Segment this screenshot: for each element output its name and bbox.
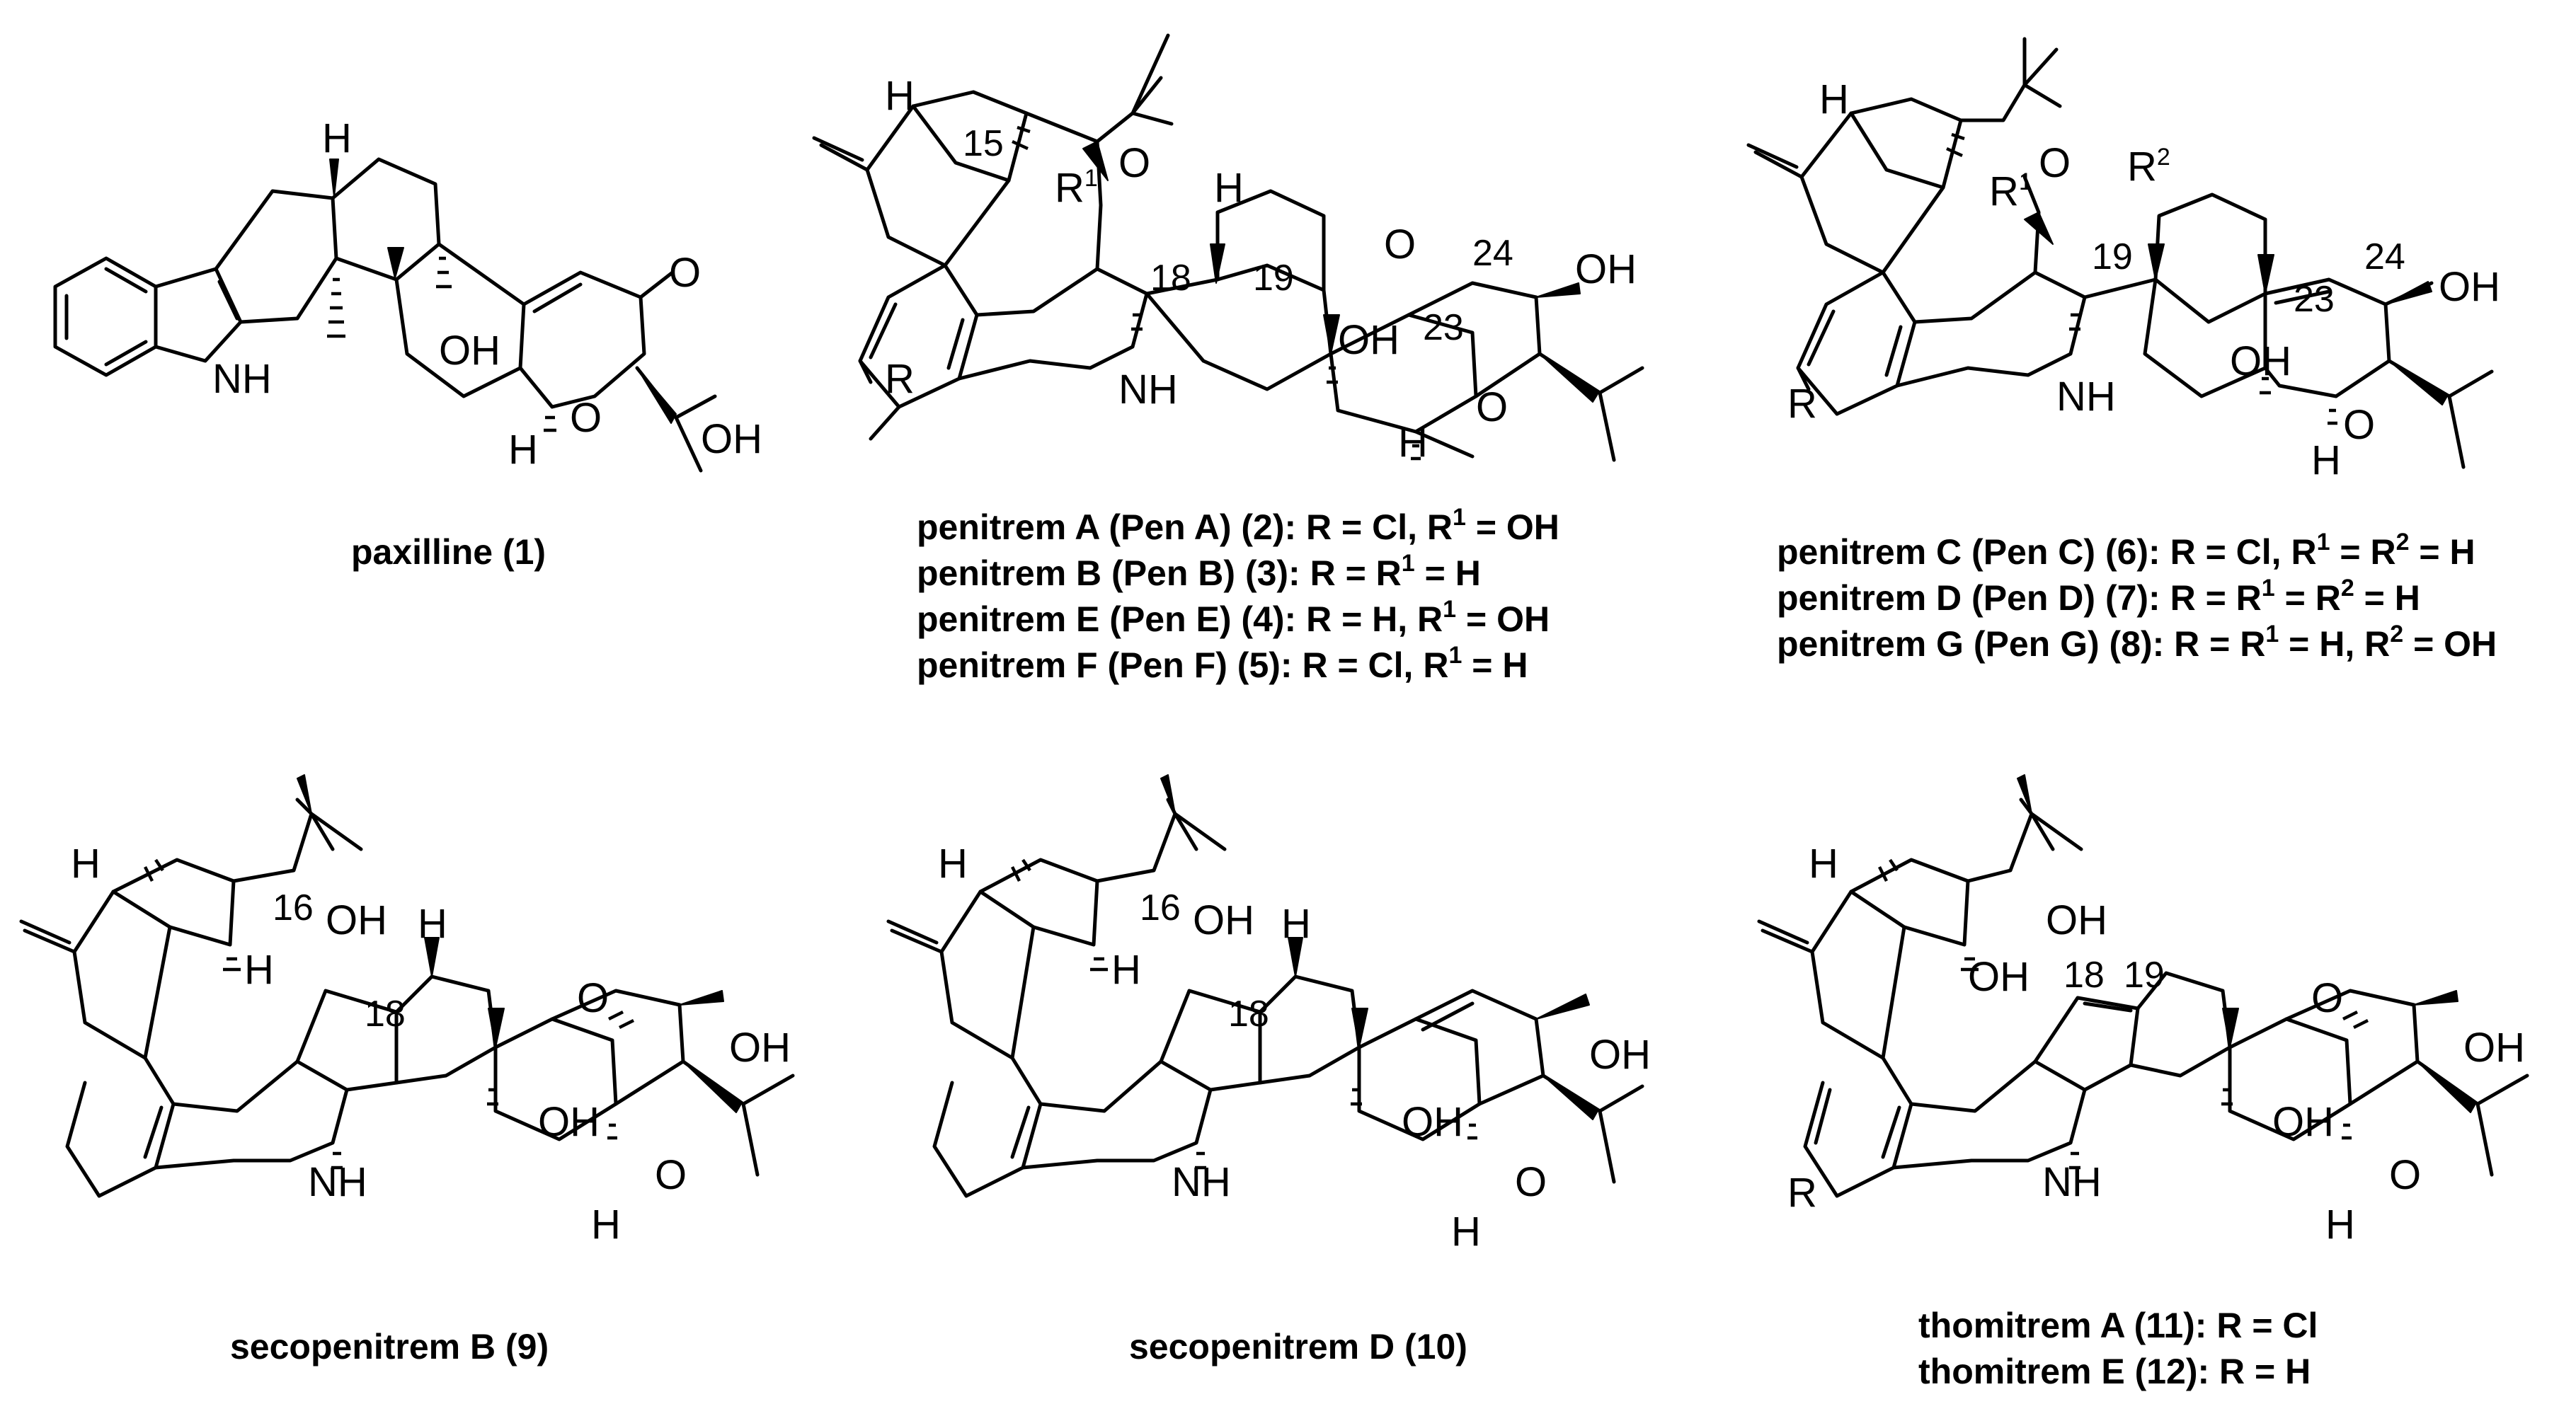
caption-penitrem-A: penitrem A (Pen A) (2): R = Cl, R1 = OH bbox=[917, 504, 1559, 547]
caption-penitrem-D: penitrem D (Pen D) (7): R = R1 = R2 = H bbox=[1777, 575, 2420, 618]
NH-atom: NH bbox=[212, 356, 272, 402]
OH-atom: OH bbox=[2230, 338, 2291, 384]
NH-atom: NH bbox=[2056, 374, 2116, 420]
secopenitrem-B-structure: H 16 OH H 18 H NH OH O OH O H secopenitr… bbox=[19, 774, 795, 1366]
ring-O-atom: O bbox=[1515, 1159, 1547, 1205]
H-atom: H bbox=[244, 947, 274, 993]
H-atom: H bbox=[938, 841, 968, 887]
R2-atom: R2 bbox=[2127, 144, 2170, 190]
locant-19: 19 bbox=[2092, 236, 2133, 277]
OH-atom: OH bbox=[326, 897, 387, 943]
penitrem-ABEF-captions: penitrem A (Pen A) (2): R = Cl, R1 = OH … bbox=[917, 504, 1559, 685]
OH-atom: OH bbox=[1193, 897, 1254, 943]
epoxide-O-atom: O bbox=[2311, 975, 2343, 1021]
OH-atom: OH bbox=[1589, 1032, 1651, 1078]
locant-16: 16 bbox=[1140, 887, 1181, 928]
secopenitrem-D-hash-bonds bbox=[1010, 858, 1477, 1170]
OH-atom: OH bbox=[439, 328, 500, 374]
penitrem-CDG-captions: penitrem C (Pen C) (6): R = Cl, R1 = R2 … bbox=[1777, 529, 2497, 664]
H-atom: H bbox=[1111, 947, 1141, 993]
OH-atom: OH bbox=[2272, 1099, 2334, 1145]
secopenitrem-D-structure: H 16 OH H 18 H NH OH OH O H secopenitrem… bbox=[886, 774, 1651, 1366]
NH-atom: NH bbox=[1118, 367, 1178, 413]
OH-atom: OH bbox=[729, 1025, 791, 1071]
OH-atom: OH bbox=[2046, 897, 2107, 943]
H-atom: H bbox=[591, 1202, 621, 1248]
locant-18: 18 bbox=[2063, 955, 2105, 996]
locant-15: 15 bbox=[963, 123, 1004, 164]
R1-atom: R1 bbox=[1055, 165, 1098, 211]
penitrem-CDG-hash-bonds bbox=[1946, 132, 2337, 425]
OH-atom: OH bbox=[2439, 264, 2500, 310]
H-atom: H bbox=[1819, 76, 1849, 122]
caption-thomitrem-A: thomitrem A (11): R = Cl bbox=[1918, 1306, 2318, 1345]
locant-18: 18 bbox=[365, 994, 406, 1035]
locant-19: 19 bbox=[2124, 955, 2165, 996]
locant-18: 18 bbox=[1228, 994, 1269, 1035]
ether-O-atom: O bbox=[2039, 140, 2071, 186]
ring-O-atom: O bbox=[2389, 1152, 2421, 1198]
locant-16: 16 bbox=[273, 887, 314, 928]
OH-atom: OH bbox=[1968, 954, 2030, 1000]
OH-atom: OH bbox=[538, 1099, 600, 1145]
paxilline-hash-bonds bbox=[327, 256, 556, 432]
epoxide-O-atom: O bbox=[577, 975, 609, 1021]
caption-penitrem-G: penitrem G (Pen G) (8): R = R1 = H, R2 =… bbox=[1777, 621, 2497, 664]
R-atom: R bbox=[1787, 381, 1817, 427]
ring-O-atom: O bbox=[2343, 402, 2375, 448]
H-atom: H bbox=[1214, 165, 1244, 211]
locant-24: 24 bbox=[2364, 236, 2405, 277]
ether-O-atom: O bbox=[1118, 140, 1150, 186]
ketone-O-atom: O bbox=[669, 250, 701, 296]
locant-23: 23 bbox=[1423, 307, 1464, 348]
OH-atom: OH bbox=[2463, 1025, 2525, 1071]
H-atom: H bbox=[418, 901, 447, 947]
secopenitrem-B-hash-bonds bbox=[143, 858, 635, 1170]
H-atom: H bbox=[1809, 841, 1838, 887]
epoxide-O-atom: O bbox=[1384, 221, 1416, 267]
locant-23: 23 bbox=[2294, 279, 2335, 320]
caption-penitrem-F: penitrem F (Pen F) (5): R = Cl, R1 = H bbox=[917, 642, 1528, 685]
thomitrem-structure: H OH OH 18 19 R NH OH O OH O H thomitrem… bbox=[1757, 774, 2529, 1391]
R-atom: R bbox=[1787, 1170, 1817, 1216]
paxilline-caption: paxilline (1) bbox=[351, 532, 546, 572]
H-atom: H bbox=[1281, 901, 1311, 947]
penitrem-ABEF-hash-bonds bbox=[1012, 125, 1421, 461]
NH-atom: NH bbox=[2042, 1159, 2102, 1205]
R-atom: R bbox=[885, 356, 915, 402]
OH-atom: OH bbox=[1338, 317, 1399, 363]
ring-O-atom: O bbox=[570, 395, 602, 441]
OH-atom: OH bbox=[701, 416, 762, 462]
ring-O-atom: O bbox=[655, 1152, 687, 1198]
penitrem-CDG-structure: H R1 O R2 19 23 24 OH OH R NH O H penitr… bbox=[1746, 37, 2500, 664]
NH-atom: NH bbox=[308, 1159, 367, 1205]
secopenitrem-D-caption: secopenitrem D (10) bbox=[1129, 1327, 1467, 1366]
locant-19: 19 bbox=[1253, 258, 1294, 299]
locant-18: 18 bbox=[1150, 258, 1191, 299]
H-atom: H bbox=[2311, 437, 2341, 483]
caption-penitrem-B: penitrem B (Pen B) (3): R = R1 = H bbox=[917, 550, 1481, 593]
secopenitrem-B-caption: secopenitrem B (9) bbox=[230, 1327, 549, 1366]
H-atom: H bbox=[2325, 1202, 2355, 1248]
H-atom: H bbox=[885, 73, 915, 119]
paxilline-structure: H NH OH O O H OH paxilline (1) bbox=[53, 115, 762, 572]
H-atom: H bbox=[508, 427, 538, 473]
OH-atom: OH bbox=[1402, 1099, 1463, 1145]
H-atom: H bbox=[1398, 420, 1428, 466]
caption-penitrem-E: penitrem E (Pen E) (4): R = H, R1 = OH bbox=[917, 596, 1550, 639]
R1-atom: R1 bbox=[1989, 168, 2032, 214]
H-atom: H bbox=[71, 841, 101, 887]
caption-penitrem-C: penitrem C (Pen C) (6): R = Cl, R1 = R2 … bbox=[1777, 529, 2475, 572]
caption-thomitrem-E: thomitrem E (12): R = H bbox=[1918, 1352, 2311, 1391]
locant-24: 24 bbox=[1472, 233, 1513, 274]
H-atom: H bbox=[1451, 1209, 1481, 1255]
OH-atom: OH bbox=[1575, 246, 1637, 292]
H-atom: H bbox=[322, 115, 352, 161]
penitrem-ABEF-structure: H 15 R1 O 18 H 19 R NH OH O 24 23 OH O H… bbox=[812, 33, 1644, 685]
NH-atom: NH bbox=[1172, 1159, 1231, 1205]
ring-O-atom: O bbox=[1476, 384, 1508, 430]
thomitrem-hash-bonds bbox=[1877, 858, 2369, 1170]
